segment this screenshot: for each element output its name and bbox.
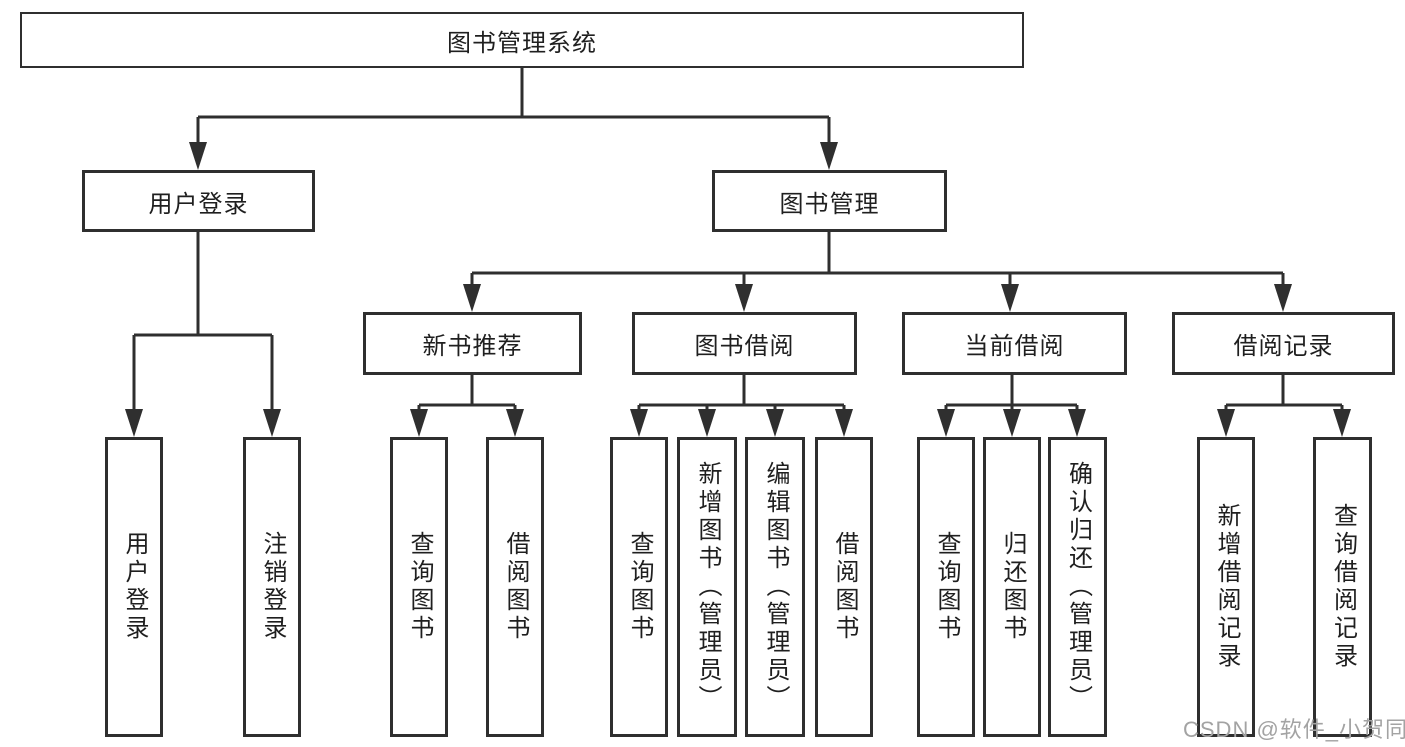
node-bb-edit-book-admin-label: 编辑图书（管理员） (762, 461, 789, 713)
node-br-query-record: 查询借阅记录 (1313, 437, 1372, 737)
node-bb-borrow-book: 借阅图书 (815, 437, 873, 737)
arrowhead (1068, 409, 1086, 437)
node-book-borrowing-label: 图书借阅 (694, 333, 795, 360)
node-root: 图书管理系统 (20, 12, 1024, 68)
node-book-management-label: 图书管理 (779, 190, 880, 218)
node-cb-query-book: 查询图书 (917, 437, 975, 737)
arrowhead (463, 284, 481, 312)
arrowhead (1217, 409, 1235, 437)
arrowhead (263, 409, 281, 437)
arrowhead (835, 409, 853, 437)
node-cb-confirm-return-admin-label: 确认归还（管理员） (1064, 461, 1092, 713)
node-cb-return-book-label: 归还图书 (999, 531, 1026, 643)
node-cb-confirm-return-admin: 确认归还（管理员） (1048, 437, 1107, 737)
node-book-management: 图书管理 (712, 170, 947, 232)
node-user-login-label: 用户登录 (148, 190, 249, 218)
node-bb-query-book: 查询图书 (610, 437, 668, 737)
node-logout-leaf-label: 注销登录 (259, 531, 286, 643)
node-cb-query-book-label: 查询图书 (933, 531, 960, 643)
arrowhead (937, 409, 955, 437)
arrowhead (410, 409, 428, 437)
arrowhead (1274, 284, 1292, 312)
node-logout-leaf: 注销登录 (243, 437, 301, 737)
node-user-login: 用户登录 (82, 170, 315, 232)
watermark: CSDN @软件_小贺同学 (1183, 717, 1405, 742)
node-book-borrowing: 图书借阅 (632, 312, 857, 375)
arrowhead (1001, 284, 1019, 312)
node-new-book-recommend: 新书推荐 (363, 312, 582, 375)
node-bb-borrow-book-label: 借阅图书 (831, 531, 858, 643)
arrowhead (630, 409, 648, 437)
node-rec-borrow-book-label: 借阅图书 (502, 531, 529, 643)
arrowhead (1003, 409, 1021, 437)
node-cb-return-book: 归还图书 (983, 437, 1041, 737)
node-bb-query-book-label: 查询图书 (626, 531, 653, 643)
node-br-query-record-label: 查询借阅记录 (1329, 503, 1357, 671)
node-root-label: 图书管理系统 (447, 29, 597, 57)
arrowhead (506, 409, 524, 437)
node-user-login-leaf: 用户登录 (105, 437, 163, 737)
node-borrowing-records-label: 借阅记录 (1233, 333, 1334, 360)
node-br-add-record: 新增借阅记录 (1197, 437, 1255, 737)
node-current-borrowing: 当前借阅 (902, 312, 1127, 375)
node-new-book-recommend-label: 新书推荐 (422, 333, 523, 360)
arrowhead (698, 409, 716, 437)
node-rec-borrow-book: 借阅图书 (486, 437, 544, 737)
node-borrowing-records: 借阅记录 (1172, 312, 1395, 375)
arrowhead (820, 142, 838, 170)
node-rec-query-book-label: 查询图书 (406, 531, 433, 643)
arrowhead (125, 409, 143, 437)
node-bb-add-book-admin-label: 新增图书（管理员） (694, 461, 721, 713)
arrowhead (766, 409, 784, 437)
node-bb-edit-book-admin: 编辑图书（管理员） (745, 437, 805, 737)
node-user-login-leaf-label: 用户登录 (121, 531, 148, 643)
node-br-add-record-label: 新增借阅记录 (1213, 503, 1240, 671)
arrowhead (1333, 409, 1351, 437)
node-rec-query-book: 查询图书 (390, 437, 448, 737)
arrowhead (735, 284, 753, 312)
node-current-borrowing-label: 当前借阅 (964, 333, 1065, 360)
arrowhead (189, 142, 207, 170)
node-bb-add-book-admin: 新增图书（管理员） (677, 437, 737, 737)
